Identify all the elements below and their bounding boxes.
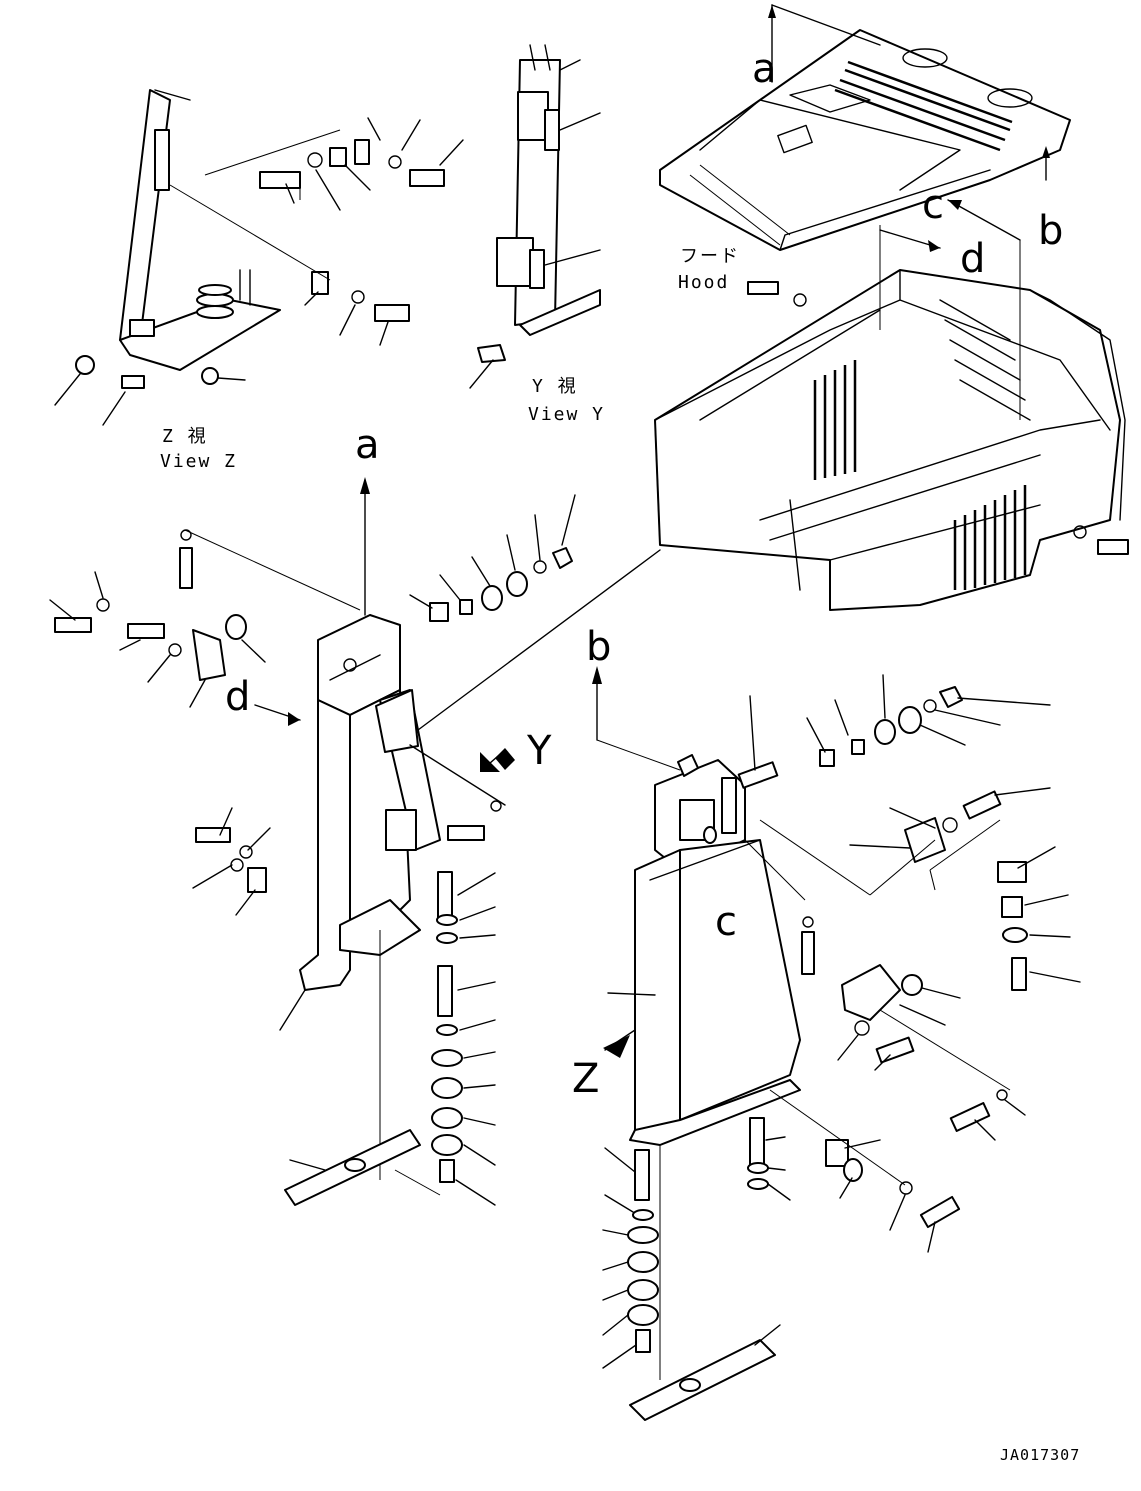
ref-b-right: b	[586, 624, 611, 670]
left-pillar	[299, 614, 441, 991]
side-grille	[953, 485, 1027, 590]
ref-c-right: c	[715, 899, 737, 945]
left-pillar-mount-stack	[431, 871, 496, 1206]
right-base-plate	[629, 1324, 781, 1421]
view-z-assembly	[75, 89, 281, 389]
left-base-plate	[284, 1129, 441, 1206]
view-z-label-jp: Z 視	[162, 426, 208, 447]
ref-d-top: d	[960, 236, 985, 282]
ref-c-top: c	[922, 182, 944, 228]
view-y-label-en: View Y	[528, 404, 605, 425]
ref-d-left: d	[225, 674, 250, 720]
hood-label-en: Hood	[678, 272, 729, 293]
hood-mount-bolt-right	[1073, 525, 1129, 555]
view-z-hardware	[54, 117, 464, 426]
right-pillar-mount-stack	[602, 1117, 791, 1380]
right-pillar-hardware	[607, 674, 1081, 1253]
louvers	[939, 299, 1031, 421]
view-y-assembly	[469, 44, 601, 389]
drawing-code: JA017307	[1000, 1446, 1080, 1464]
ref-y-arrow: Y	[526, 728, 552, 774]
ref-b-top: b	[1038, 208, 1063, 254]
left-pillar-hardware	[49, 494, 576, 1031]
view-z-label-en: View Z	[160, 451, 237, 472]
hood-mount-bolt-left	[747, 281, 807, 307]
view-y-label-jp: Y 視	[532, 376, 578, 397]
hood-top-cover	[659, 29, 1071, 251]
front-grille	[813, 360, 857, 480]
hood-body	[654, 269, 1129, 611]
ref-z-arrow: Z	[572, 1056, 599, 1102]
hood-label-jp: フード	[680, 246, 740, 267]
ref-a-left: a	[355, 422, 380, 468]
top-grille	[834, 60, 1013, 152]
ref-a-top: a	[752, 46, 777, 92]
right-pillar	[629, 759, 801, 1146]
